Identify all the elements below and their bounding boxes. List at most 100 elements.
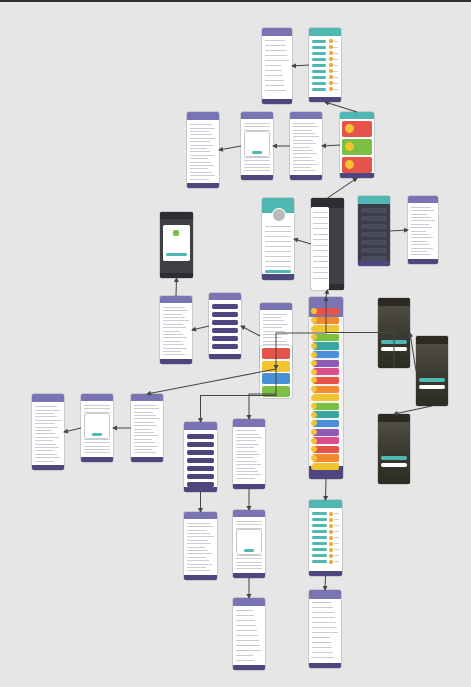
screen-s-hub[interactable] — [309, 297, 343, 479]
step-icon — [311, 368, 317, 375]
text-line — [187, 567, 207, 569]
screen-s-dark-modal[interactable] — [160, 212, 193, 278]
text-line — [293, 150, 314, 152]
screen-header — [408, 196, 438, 204]
text-line — [265, 60, 289, 62]
screen-s-bottom-list[interactable] — [233, 598, 265, 670]
screen-s-photo-a[interactable] — [378, 298, 410, 368]
text-line — [35, 457, 60, 459]
screen-s-photo-c[interactable] — [378, 414, 410, 484]
menu-button — [361, 231, 387, 237]
screen-s-photo-b[interactable] — [416, 336, 448, 406]
screen-footer — [309, 662, 341, 668]
checklist-pill — [312, 63, 327, 67]
screen-s-form-b[interactable] — [241, 112, 273, 180]
checklist-pill — [312, 530, 327, 534]
text-line — [35, 423, 55, 425]
screen-s-buttons-teal[interactable] — [358, 196, 390, 266]
text-line — [265, 40, 285, 42]
menu-button — [361, 207, 387, 213]
text-line — [312, 617, 335, 619]
text-line — [333, 82, 338, 84]
screen-s-far-left-c[interactable] — [131, 394, 163, 462]
text-line — [134, 408, 160, 410]
text-line — [333, 58, 338, 60]
screen-s-far-left-a[interactable] — [32, 394, 64, 470]
text-line — [333, 543, 339, 545]
text-line — [35, 426, 59, 428]
screen-header — [81, 394, 113, 402]
text-line — [263, 330, 286, 332]
screen-s-right-text[interactable] — [408, 196, 438, 264]
text-line — [265, 55, 288, 57]
screen-footer — [233, 484, 265, 489]
text-line — [293, 153, 317, 155]
flow-step — [313, 454, 339, 462]
screen-header — [340, 112, 374, 120]
text-line — [265, 255, 291, 257]
text-line — [293, 129, 313, 131]
screen-header — [131, 394, 163, 402]
text-line — [333, 519, 339, 521]
text-line — [236, 520, 262, 522]
screen-s-top-list-teal[interactable] — [309, 28, 341, 102]
screen-s-bottom-dialog[interactable] — [233, 510, 265, 578]
step-icon — [311, 394, 317, 401]
text-line — [411, 234, 430, 236]
screen-footer — [262, 274, 294, 280]
text-line — [236, 659, 255, 661]
screen-footer — [408, 259, 438, 264]
text-line — [84, 408, 110, 410]
screen-header — [160, 212, 193, 220]
text-line — [190, 130, 210, 132]
screen-footer — [309, 570, 342, 576]
screen-header — [262, 28, 292, 37]
screen-emoji-strip[interactable] — [260, 346, 292, 398]
text-line — [187, 550, 209, 552]
screen-header — [184, 422, 217, 430]
screen-s-left-mid-buttons[interactable] — [209, 293, 241, 359]
screen-s-bottom-buttons[interactable] — [184, 422, 217, 492]
text-line — [265, 225, 291, 227]
screen-s-form-c[interactable] — [290, 112, 322, 180]
checklist-pill — [312, 512, 327, 516]
text-line — [293, 146, 311, 148]
screen-s-profile[interactable] — [262, 198, 294, 280]
text-line — [333, 40, 338, 42]
screen-header — [233, 510, 265, 518]
emoji-face-icon — [345, 142, 354, 152]
text-line — [236, 477, 256, 479]
text-line — [236, 430, 256, 432]
screen-s-emoji-cards[interactable] — [340, 112, 374, 178]
checklist-pill — [312, 518, 327, 522]
text-line — [265, 45, 286, 47]
menu-item — [313, 266, 328, 268]
screen-s-bottom-text-a[interactable] — [233, 419, 265, 489]
text-line — [35, 453, 57, 455]
screen-s-bottom-text-b[interactable] — [184, 512, 217, 580]
text-line — [134, 421, 154, 423]
screen-s-far-left-b[interactable] — [81, 394, 113, 462]
side-menu — [311, 207, 330, 290]
screen-s-left-mid-a[interactable] — [160, 296, 192, 364]
screen-header — [290, 112, 322, 120]
text-line — [265, 75, 283, 77]
screen-s-form-a[interactable] — [187, 112, 219, 188]
menu-button — [187, 465, 214, 471]
login-button — [381, 340, 407, 344]
text-line — [244, 122, 270, 124]
menu-button — [187, 449, 214, 455]
screen-s-top-list-purple[interactable] — [262, 28, 292, 104]
screen-s-bottom-checklist[interactable] — [309, 500, 342, 576]
text-line — [411, 230, 427, 232]
text-line — [134, 425, 158, 427]
emoji-row — [262, 360, 290, 372]
dialog-confirm-button — [244, 549, 254, 553]
dialog-box — [85, 414, 109, 438]
screen-s-bottom-final[interactable] — [309, 590, 341, 668]
screen-footer — [32, 464, 64, 470]
text-line — [312, 602, 332, 604]
text-line — [236, 524, 262, 526]
screen-s-menu-dark[interactable] — [311, 198, 344, 290]
text-line — [236, 565, 262, 567]
